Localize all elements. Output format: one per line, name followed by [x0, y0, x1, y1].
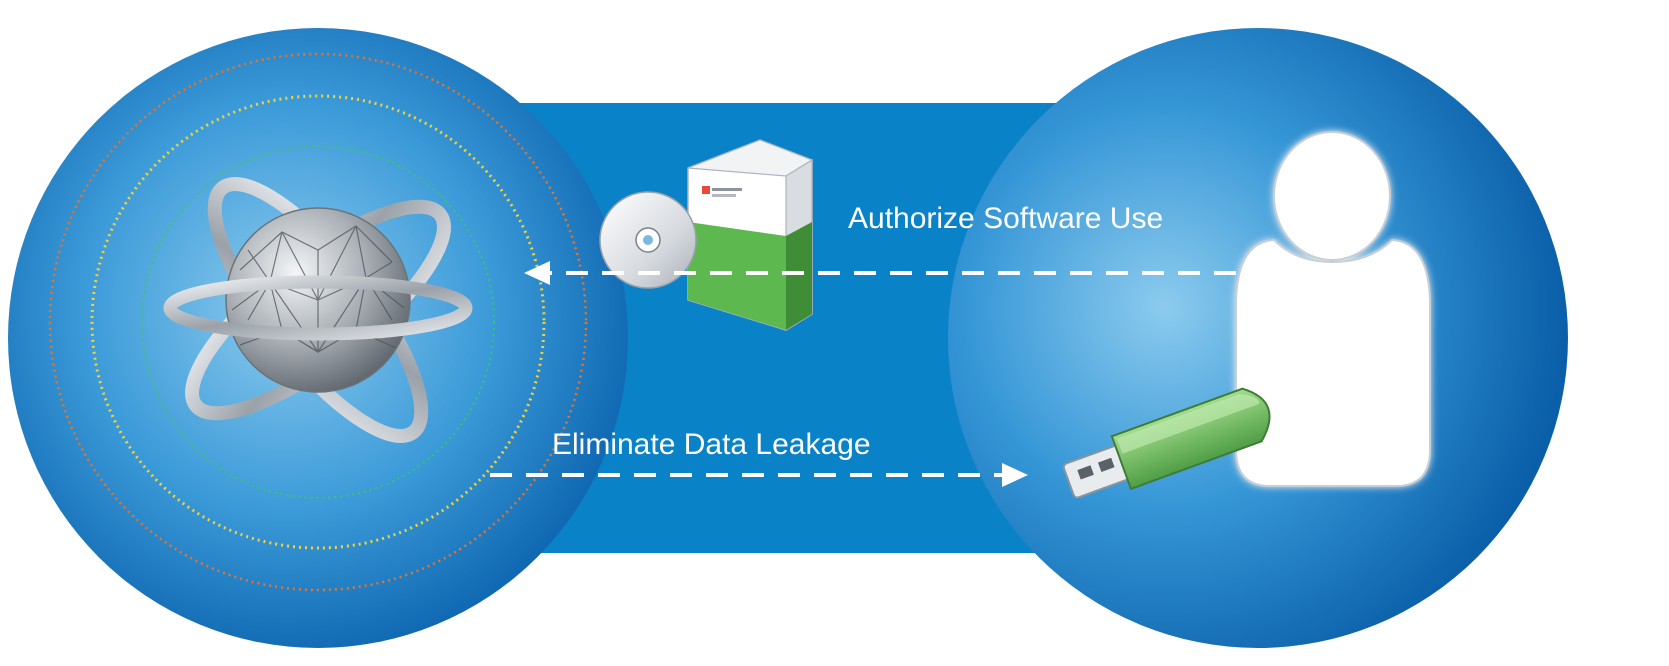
- ring-yellow: [90, 94, 546, 550]
- usb-drive-icon: [1062, 387, 1271, 499]
- label-authorize-software-use: Authorize Software Use: [848, 202, 1164, 235]
- atom-globe-icon: [163, 177, 473, 443]
- ring-orange: [48, 52, 588, 592]
- arrow-leakage: [490, 463, 1028, 487]
- label-eliminate-data-leakage: Eliminate Data Leakage: [552, 428, 871, 461]
- right-node: [948, 28, 1568, 648]
- left-node: [8, 28, 628, 648]
- software-box-cd-icon: [599, 139, 814, 332]
- arrow-authorize: [524, 261, 1236, 285]
- user-silhouette-icon: [1235, 131, 1431, 487]
- ring-green: [141, 145, 495, 499]
